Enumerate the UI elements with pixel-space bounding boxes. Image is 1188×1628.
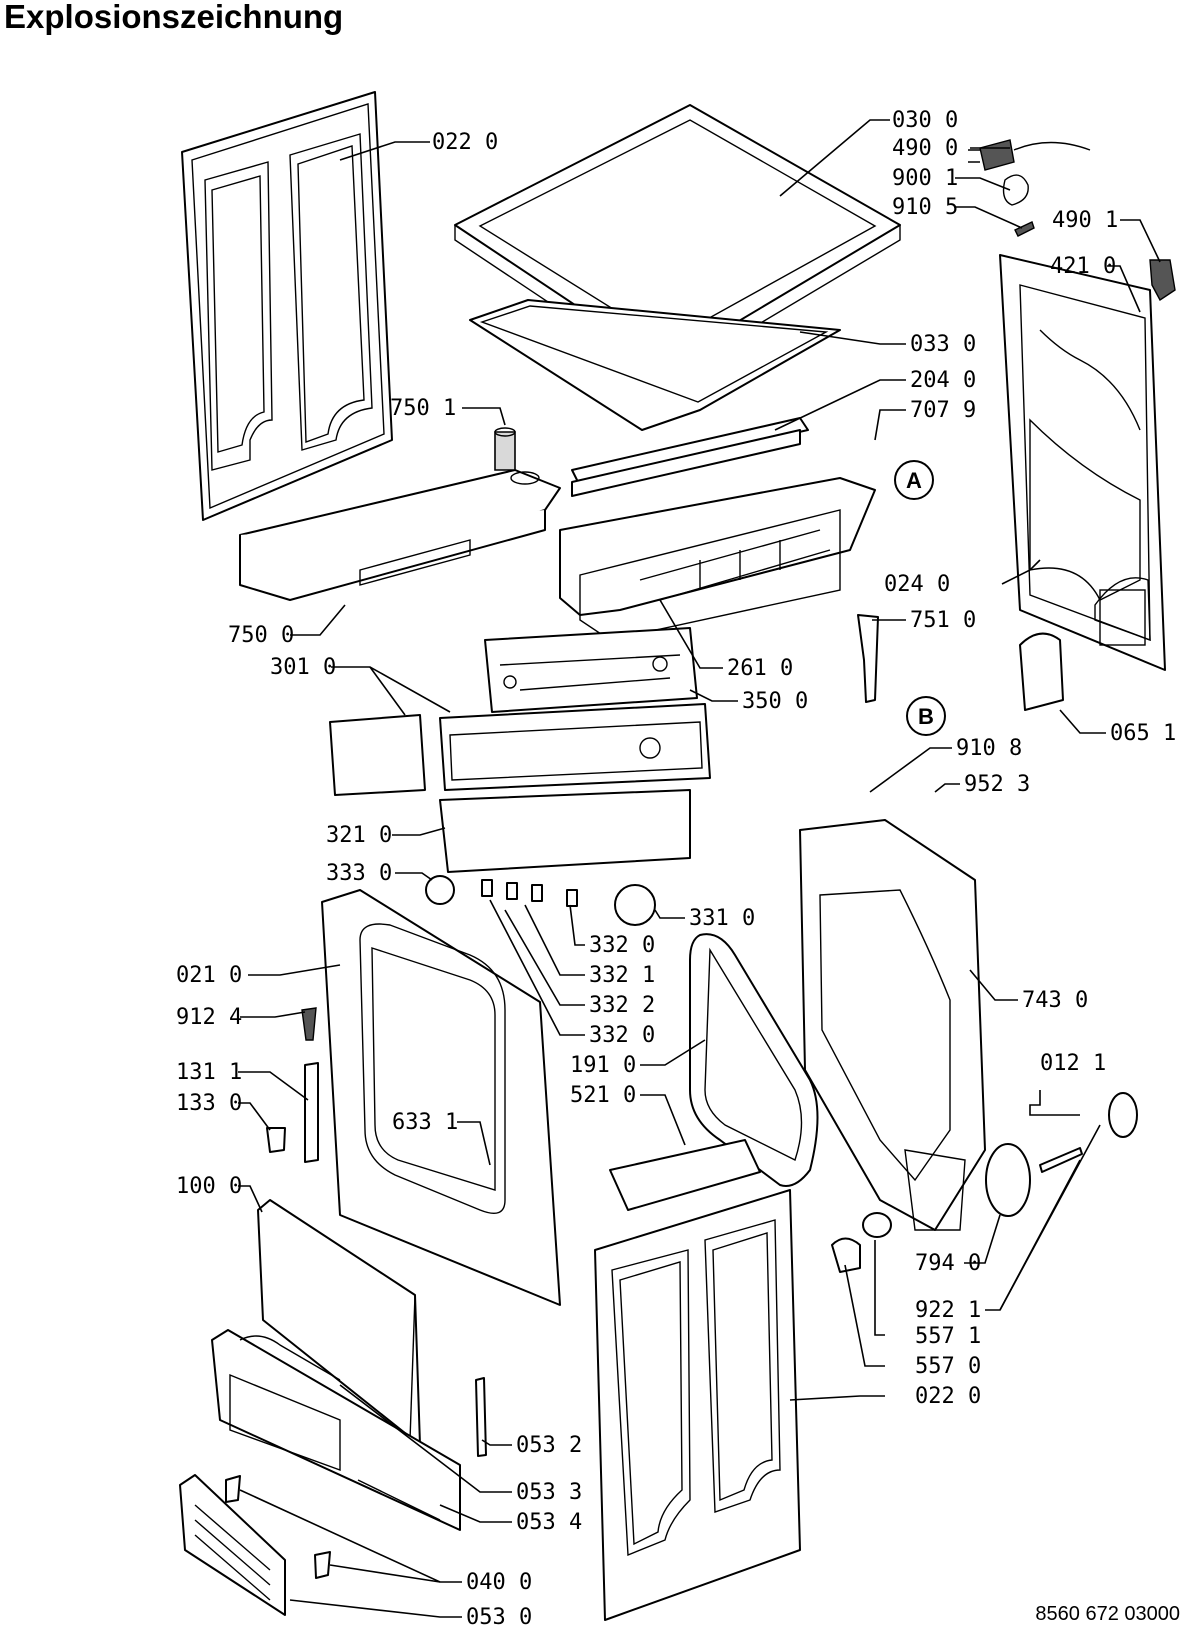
- door-panel: [257, 1199, 421, 1446]
- page-title: Explosionszeichnung: [4, 0, 344, 35]
- foot-053-2: [475, 1377, 487, 1457]
- part-label: 301 0: [270, 655, 336, 680]
- part-label: 900 1: [892, 166, 958, 191]
- leader-lines: [238, 119, 1161, 1618]
- clip-040-lower: [314, 1551, 331, 1579]
- part-label: 912 4: [176, 1005, 242, 1030]
- bracket-751: [857, 614, 879, 703]
- shaft-012: [1039, 1147, 1083, 1173]
- part-label: 332 2: [589, 993, 655, 1018]
- part-label: 332 1: [589, 963, 655, 988]
- part-label: 794 0: [915, 1251, 981, 1276]
- knob-333: [425, 875, 455, 905]
- part-label: 053 3: [516, 1480, 582, 1505]
- part-label: 321 0: [326, 823, 392, 848]
- cover-plate-065: [1019, 632, 1064, 711]
- clip-040-upper: [225, 1475, 241, 1503]
- kickplate-053-4: [211, 1329, 461, 1531]
- filter-012: [1108, 1092, 1138, 1138]
- part-label: 910 5: [892, 195, 958, 220]
- part-label: 521 0: [570, 1083, 636, 1108]
- document-number: 8560 672 03000: [1035, 1603, 1180, 1625]
- part-label: 490 1: [1052, 208, 1118, 233]
- part-label: 012 1: [1040, 1051, 1106, 1076]
- part-label: 910 8: [956, 736, 1022, 761]
- part-label: 707 9: [910, 398, 976, 423]
- strip-part-lower: [571, 429, 801, 497]
- part-label: 024 0: [884, 572, 950, 597]
- part-label: 952 3: [964, 772, 1030, 797]
- back-panel: [999, 254, 1166, 671]
- cord-plug-490-1: [1149, 259, 1176, 302]
- side-panel-left: [181, 91, 393, 521]
- button-332-0b: [566, 889, 578, 907]
- thermostat-557-0: [831, 1237, 861, 1273]
- part-label: 100 0: [176, 1174, 242, 1199]
- part-label: 743 0: [1022, 988, 1088, 1013]
- part-label: 750 1: [390, 396, 456, 421]
- part-label: 131 1: [176, 1060, 242, 1085]
- part-label: 421 0: [1050, 254, 1116, 279]
- part-label: 204 0: [910, 368, 976, 393]
- part-label: 331 0: [689, 906, 755, 931]
- control-panel: [329, 703, 711, 796]
- power-cord: [968, 139, 1091, 171]
- part-label: 040 0: [466, 1570, 532, 1595]
- front-panel: [321, 889, 561, 1306]
- part-labels: 022 0 030 0 490 0 900 1 910 5 490 1 421 …: [176, 108, 1176, 1628]
- part-label: 490 0: [892, 136, 958, 161]
- part-label: 022 0: [915, 1384, 981, 1409]
- drawer-housing: [239, 427, 561, 601]
- screw-910-5: [1014, 221, 1035, 237]
- cord-clip: [1002, 174, 1029, 206]
- callout-a: A: [894, 460, 934, 500]
- latch-131-1: [304, 1062, 319, 1163]
- part-label: 350 0: [742, 689, 808, 714]
- module-521: [609, 1139, 761, 1211]
- gasket-794: [985, 1143, 1031, 1217]
- part-label: 191 0: [570, 1053, 636, 1078]
- button-332-0: [481, 879, 493, 897]
- part-label: 261 0: [727, 656, 793, 681]
- part-label: 633 1: [392, 1110, 458, 1135]
- electronics-board: [484, 627, 698, 713]
- part-label: 053 0: [466, 1605, 532, 1628]
- part-label: 750 0: [228, 623, 294, 648]
- callout-a-label: A: [906, 468, 922, 493]
- kickplate-053-0: [179, 1474, 286, 1616]
- side-panel-lower: [594, 1189, 801, 1621]
- button-332-2: [531, 884, 543, 902]
- callout-b: B: [906, 696, 946, 736]
- part-label: 133 0: [176, 1091, 242, 1116]
- part-label: 332 0: [589, 1023, 655, 1048]
- part-label: 751 0: [910, 608, 976, 633]
- screw-912-4: [301, 1007, 317, 1041]
- part-label: 053 4: [516, 1510, 582, 1535]
- part-label: 333 0: [326, 861, 392, 886]
- part-label: 557 0: [915, 1354, 981, 1379]
- part-label: 065 1: [1110, 721, 1176, 746]
- panel-fascia: [439, 789, 691, 873]
- ring-557-1: [862, 1212, 892, 1238]
- knob-331: [614, 884, 656, 926]
- part-label: 557 1: [915, 1324, 981, 1349]
- part-label: 053 2: [516, 1433, 582, 1458]
- top-cover: [454, 104, 901, 431]
- part-label: 030 0: [892, 108, 958, 133]
- callout-b-label: B: [918, 704, 934, 729]
- part-label: 033 0: [910, 332, 976, 357]
- control-frame: [559, 477, 876, 641]
- part-label: 022 0: [432, 130, 498, 155]
- strip-part: [571, 417, 809, 483]
- part-label: 332 0: [589, 933, 655, 958]
- latch-133-0: [266, 1127, 286, 1153]
- button-332-1: [506, 882, 518, 900]
- drum-front: [799, 819, 986, 1231]
- part-label: 021 0: [176, 963, 242, 988]
- part-label: 922 1: [915, 1298, 981, 1323]
